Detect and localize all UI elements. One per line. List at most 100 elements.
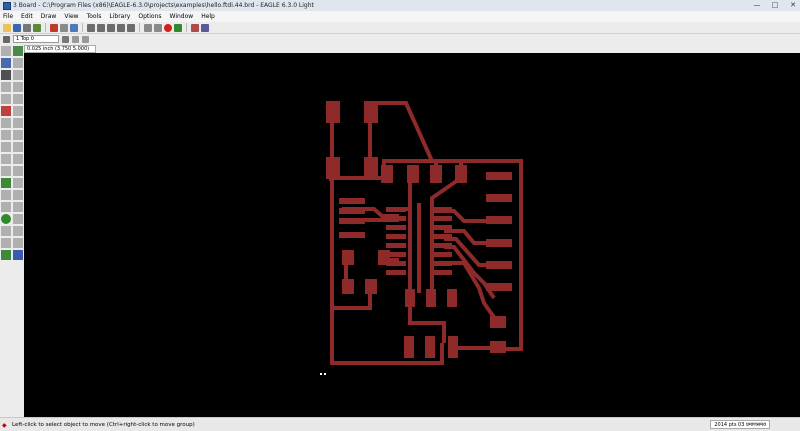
group-icon[interactable] [1, 94, 11, 104]
zoom-out-icon[interactable] [107, 23, 115, 32]
maximize-button[interactable]: □ [771, 1, 779, 9]
add-icon[interactable] [13, 106, 23, 116]
menu-library[interactable]: Library [109, 13, 131, 20]
open-icon[interactable] [3, 23, 11, 32]
zoom-in-icon[interactable] [97, 23, 105, 32]
menu-window[interactable]: Window [169, 13, 194, 20]
attribute-icon[interactable] [13, 226, 23, 236]
smd-pad [407, 165, 419, 183]
header-pad [486, 172, 512, 180]
eagle-app-icon [3, 1, 11, 10]
coordinate-display: 0.025 inch (3.750 5.000) [24, 44, 96, 53]
undo-icon[interactable] [144, 23, 152, 32]
coordinate-bar: 0.025 inch (3.750 5.000) [0, 44, 800, 53]
rotate-icon[interactable] [13, 82, 23, 92]
move-icon[interactable] [1, 70, 11, 80]
hole-icon[interactable] [1, 226, 11, 236]
zoom-select-icon[interactable] [127, 23, 135, 32]
minimize-button[interactable]: — [753, 1, 761, 9]
replace-icon[interactable] [13, 118, 23, 128]
wire-icon[interactable] [1, 178, 11, 188]
miter-icon[interactable] [13, 142, 23, 152]
smd-pad [365, 279, 377, 294]
route-icon[interactable] [1, 166, 11, 176]
via-icon[interactable] [1, 214, 11, 224]
mark-icon[interactable] [13, 58, 23, 68]
delete-icon[interactable] [1, 106, 11, 116]
menu-help[interactable]: Help [201, 13, 215, 20]
run-ulp-icon[interactable] [70, 23, 78, 32]
mirror-icon[interactable] [72, 35, 79, 43]
menu-view[interactable]: View [64, 13, 79, 20]
info-icon[interactable] [1, 46, 11, 56]
smd-pad [381, 165, 393, 183]
menu-file[interactable]: File [3, 13, 14, 20]
schematic-icon[interactable] [50, 23, 58, 32]
header-pad [486, 283, 512, 291]
grid-icon[interactable] [82, 35, 89, 43]
cam-icon[interactable] [33, 23, 41, 32]
header-pad [486, 194, 512, 202]
value-icon[interactable] [13, 130, 23, 140]
smd-pad [364, 157, 378, 179]
signal-icon[interactable] [13, 214, 23, 224]
print-icon[interactable] [23, 23, 31, 32]
optimize-icon[interactable] [13, 154, 23, 164]
drc-icon[interactable] [191, 23, 199, 32]
menu-draw[interactable]: Draw [40, 13, 57, 20]
mirror-tool-icon[interactable] [1, 82, 11, 92]
origin-marker [324, 373, 326, 375]
toolbar-separator [139, 23, 140, 32]
change-icon[interactable] [13, 94, 23, 104]
copy-icon[interactable] [13, 70, 23, 80]
rect-icon[interactable] [1, 202, 11, 212]
arc-icon[interactable] [13, 190, 23, 200]
board-canvas[interactable] [24, 53, 800, 417]
autorouter-icon[interactable] [1, 250, 11, 260]
copper-trace [444, 229, 494, 245]
title-bar: 3 Board - C:\Program Files (x86)\EAGLE-6… [0, 0, 800, 11]
polygon-icon[interactable] [13, 202, 23, 212]
smd-pad [339, 198, 365, 204]
split-icon[interactable] [1, 154, 11, 164]
smd-pad [342, 250, 354, 265]
script-icon[interactable] [60, 23, 68, 32]
menu-options[interactable]: Options [138, 13, 162, 20]
ic-pin [432, 270, 452, 275]
stop-icon[interactable] [164, 23, 172, 32]
pinswap-icon[interactable] [1, 118, 11, 128]
ratsnest-icon[interactable] [13, 238, 23, 248]
menu-tools[interactable]: Tools [86, 13, 102, 20]
smd-pad [490, 316, 506, 328]
circle-icon[interactable] [1, 190, 11, 200]
menu-edit[interactable]: Edit [21, 13, 33, 20]
redraw-icon[interactable] [117, 23, 125, 32]
go-icon[interactable] [174, 23, 182, 32]
layer-select[interactable]: 1 Top 0 [13, 35, 59, 43]
ic-pin [432, 243, 452, 248]
status-info-icon: ◆ [2, 421, 7, 429]
dimension-icon[interactable] [1, 238, 11, 248]
erc-icon[interactable] [201, 23, 209, 32]
save-icon[interactable] [13, 23, 21, 32]
close-button[interactable]: ✕ [790, 1, 796, 9]
drc-tool-icon[interactable] [13, 250, 23, 260]
status-clock: 2014 pts 03 प्रमाणसमय [710, 420, 770, 429]
zoom-fit-icon[interactable] [87, 23, 95, 32]
display-icon[interactable] [1, 58, 11, 68]
name-icon[interactable] [1, 130, 11, 140]
dropdown-arrow-icon[interactable] [62, 35, 69, 43]
text-icon[interactable] [13, 178, 23, 188]
ripup-icon[interactable] [13, 166, 23, 176]
redo-icon[interactable] [154, 23, 162, 32]
smd-pad [425, 336, 435, 358]
ic-pin [432, 216, 452, 221]
smash-icon[interactable] [1, 142, 11, 152]
smd-pad [378, 250, 390, 265]
smd-pad [426, 289, 436, 307]
ic-pin [432, 261, 452, 266]
toolbar-separator [45, 23, 46, 32]
header-pad [486, 216, 512, 224]
show-icon[interactable] [13, 46, 23, 56]
